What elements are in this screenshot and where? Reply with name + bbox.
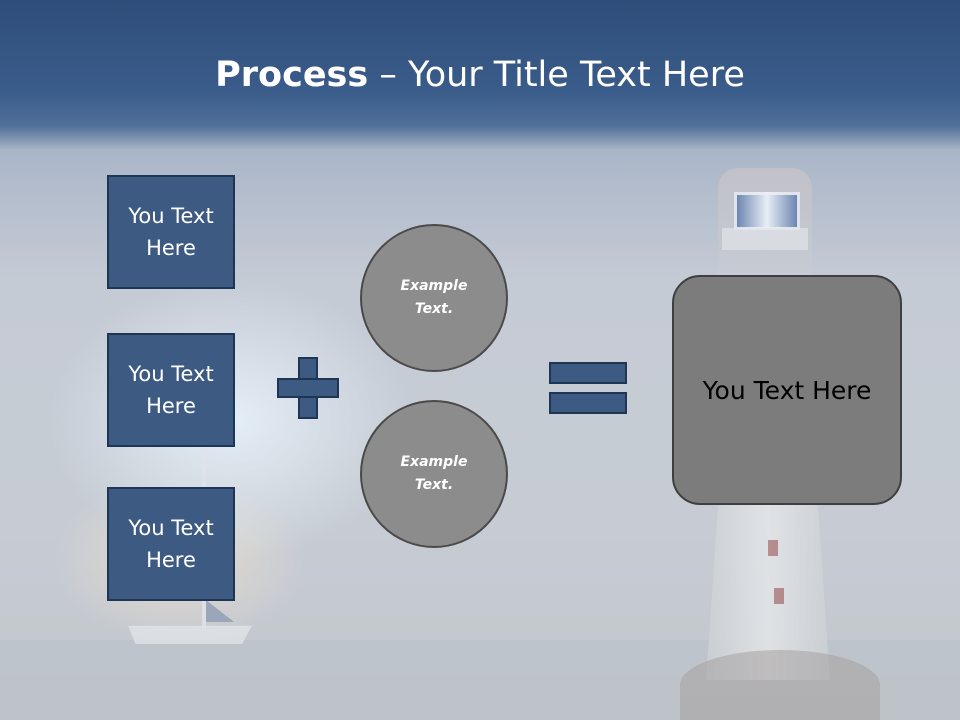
equals-icon xyxy=(549,362,627,414)
plus-icon xyxy=(277,357,339,419)
text-box-label: You Text Here xyxy=(128,204,214,260)
title-rest: – Your Title Text Here xyxy=(368,55,745,95)
boat-hull xyxy=(128,625,252,644)
example-circle-1[interactable]: Example Text. xyxy=(360,224,508,372)
text-box-label: You Text Here xyxy=(128,362,214,418)
text-box-2[interactable]: You Text Here xyxy=(107,333,235,447)
text-box-3[interactable]: You Text Here xyxy=(107,487,235,601)
example-circle-2[interactable]: Example Text. xyxy=(360,400,508,548)
lighthouse-lamp xyxy=(734,192,800,230)
text-box-1[interactable]: You Text Here xyxy=(107,175,235,289)
text-box-label: You Text Here xyxy=(128,516,214,572)
result-box[interactable]: You Text Here xyxy=(672,275,902,505)
lighthouse-rail xyxy=(722,228,808,250)
lighthouse-window xyxy=(774,588,784,604)
title-bold: Process xyxy=(215,55,369,95)
rocks xyxy=(680,650,880,720)
circle-label: Example Text. xyxy=(400,278,468,317)
title-bar xyxy=(0,0,960,150)
result-label: You Text Here xyxy=(702,375,872,405)
circle-label: Example Text. xyxy=(400,454,468,493)
lighthouse-window xyxy=(768,540,778,556)
slide-title[interactable]: Process – Your Title Text Here xyxy=(0,50,960,100)
